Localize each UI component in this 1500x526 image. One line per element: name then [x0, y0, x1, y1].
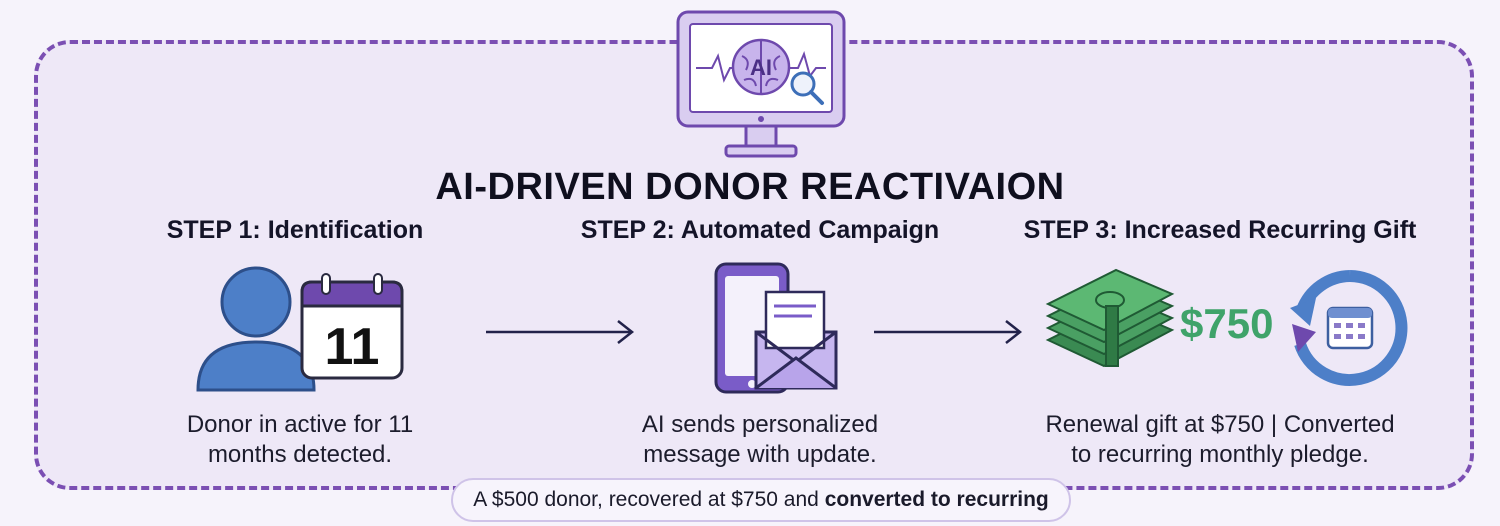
step-2-description-line-1: AI sends personalized: [641, 411, 879, 438]
page-title: AI-DRIVEN DONOR REACTIVAION: [435, 166, 1065, 208]
arrow-right-icon: [486, 320, 635, 344]
step-3-description: Renewal gift at $750 | Converted to recu…: [1030, 410, 1410, 470]
calendar-day: 11: [325, 318, 380, 376]
ai-monitor-icon: AI: [676, 10, 846, 158]
step-3-title: STEP 3: Increased Recurring Gift: [1023, 216, 1417, 244]
step-1-description-line-1: Donor in active for 11: [186, 411, 414, 438]
phone-email-icon: [714, 262, 838, 394]
calendar-icon: 11: [300, 273, 404, 380]
step-1-description: Donor in active for 11 months detected.: [150, 410, 450, 470]
step-1-description-line-2: months detected.: [207, 441, 393, 468]
step-2-title: STEP 2: Automated Campaign: [580, 216, 940, 244]
step-2-description: AI sends personalized message with updat…: [600, 410, 920, 470]
recurring-calendar-icon: [1290, 270, 1408, 386]
step-2-description-line-2: message with update.: [643, 441, 877, 468]
summary-text: A $500 donor, recovered at $750 and: [473, 488, 825, 511]
arrow-right-icon: [874, 320, 1023, 344]
amount-label: $750: [1180, 300, 1274, 347]
summary-bold-text: converted to recurring: [824, 488, 1049, 511]
step-3-description-line-1: Renewal gift at $750 | Converted: [1045, 411, 1395, 438]
ai-badge: AI: [750, 55, 772, 80]
step-3-description-line-2: to recurring monthly pledge.: [1071, 441, 1369, 468]
step-1-title: STEP 1: Identification: [166, 216, 424, 244]
summary-pill: A $500 donor, recovered at $750 and conv…: [451, 478, 1071, 522]
money-stack-icon: [1045, 268, 1175, 368]
